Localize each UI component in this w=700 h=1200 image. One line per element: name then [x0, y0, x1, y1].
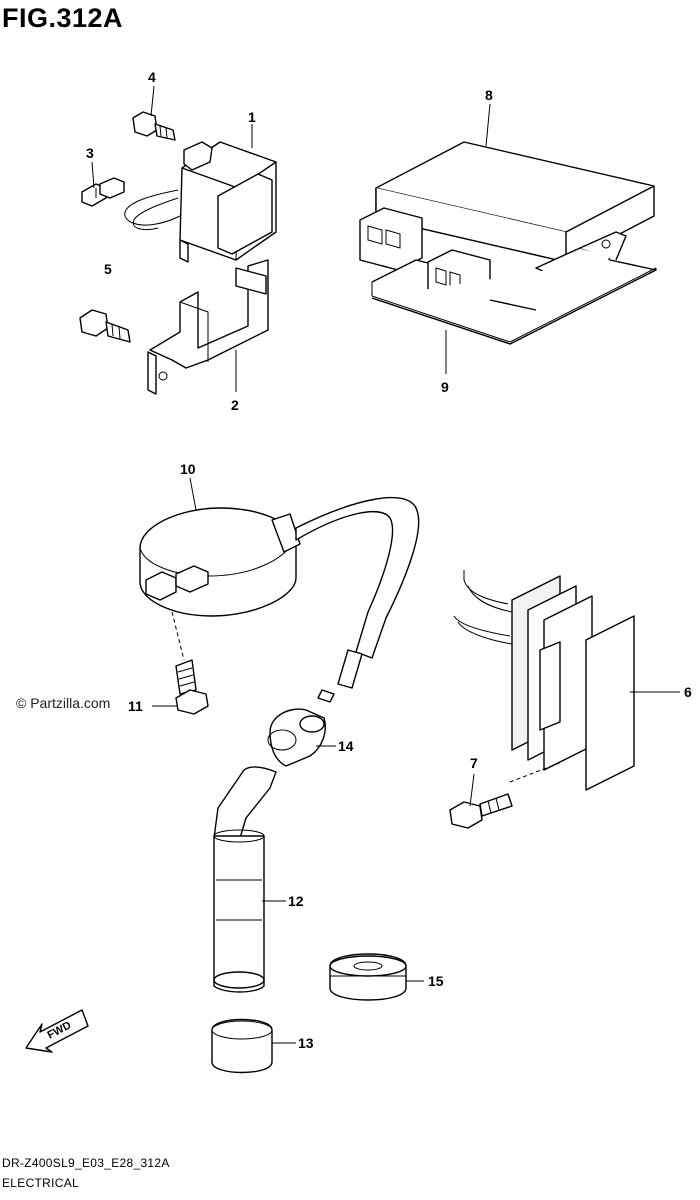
part-10-ignition-coil[interactable]	[139, 496, 420, 703]
callout-9: 9	[441, 379, 449, 395]
figure-title: FIG.312A	[2, 3, 124, 33]
part-2-bracket[interactable]	[147, 259, 269, 395]
callout-1: 1	[248, 109, 256, 125]
callout-2: 2	[231, 397, 239, 413]
part-7-bolt[interactable]	[449, 793, 513, 829]
part-15-grommet[interactable]	[329, 953, 407, 1001]
part-11-bolt[interactable]	[175, 659, 209, 715]
fwd-arrow-icon: FWD	[25, 1009, 89, 1053]
footer-section-name: ELECTRICAL	[2, 1176, 80, 1190]
callout-7: 7	[470, 755, 478, 771]
callout-5: 5	[104, 261, 112, 277]
callout-6: 6	[684, 684, 692, 700]
callout-leaders	[91, 85, 680, 1044]
part-12-plug-cap[interactable]	[213, 766, 277, 993]
watermark-text: © Partzilla.com	[16, 695, 111, 711]
callout-11: 11	[128, 698, 143, 714]
part-13-boot[interactable]	[211, 1018, 273, 1074]
callout-3: 3	[86, 145, 94, 161]
callout-10: 10	[180, 461, 196, 477]
part-4-bolt[interactable]	[132, 111, 176, 141]
callout-4: 4	[148, 69, 156, 85]
footer-diagram-code: DR-Z400SL9_E03_E28_312A	[2, 1156, 170, 1170]
callout-14: 14	[338, 738, 354, 754]
callout-8: 8	[485, 87, 493, 103]
callout-15: 15	[428, 973, 444, 989]
callout-12: 12	[288, 893, 304, 909]
part-9-pad[interactable]	[371, 259, 657, 345]
part-1-relay[interactable]	[124, 141, 277, 263]
part-3-connector[interactable]	[81, 177, 125, 207]
callout-13: 13	[298, 1035, 314, 1051]
part-5-bolt[interactable]	[79, 309, 131, 343]
part-14-seal[interactable]	[267, 708, 326, 767]
part-6-regulator[interactable]	[453, 570, 635, 791]
